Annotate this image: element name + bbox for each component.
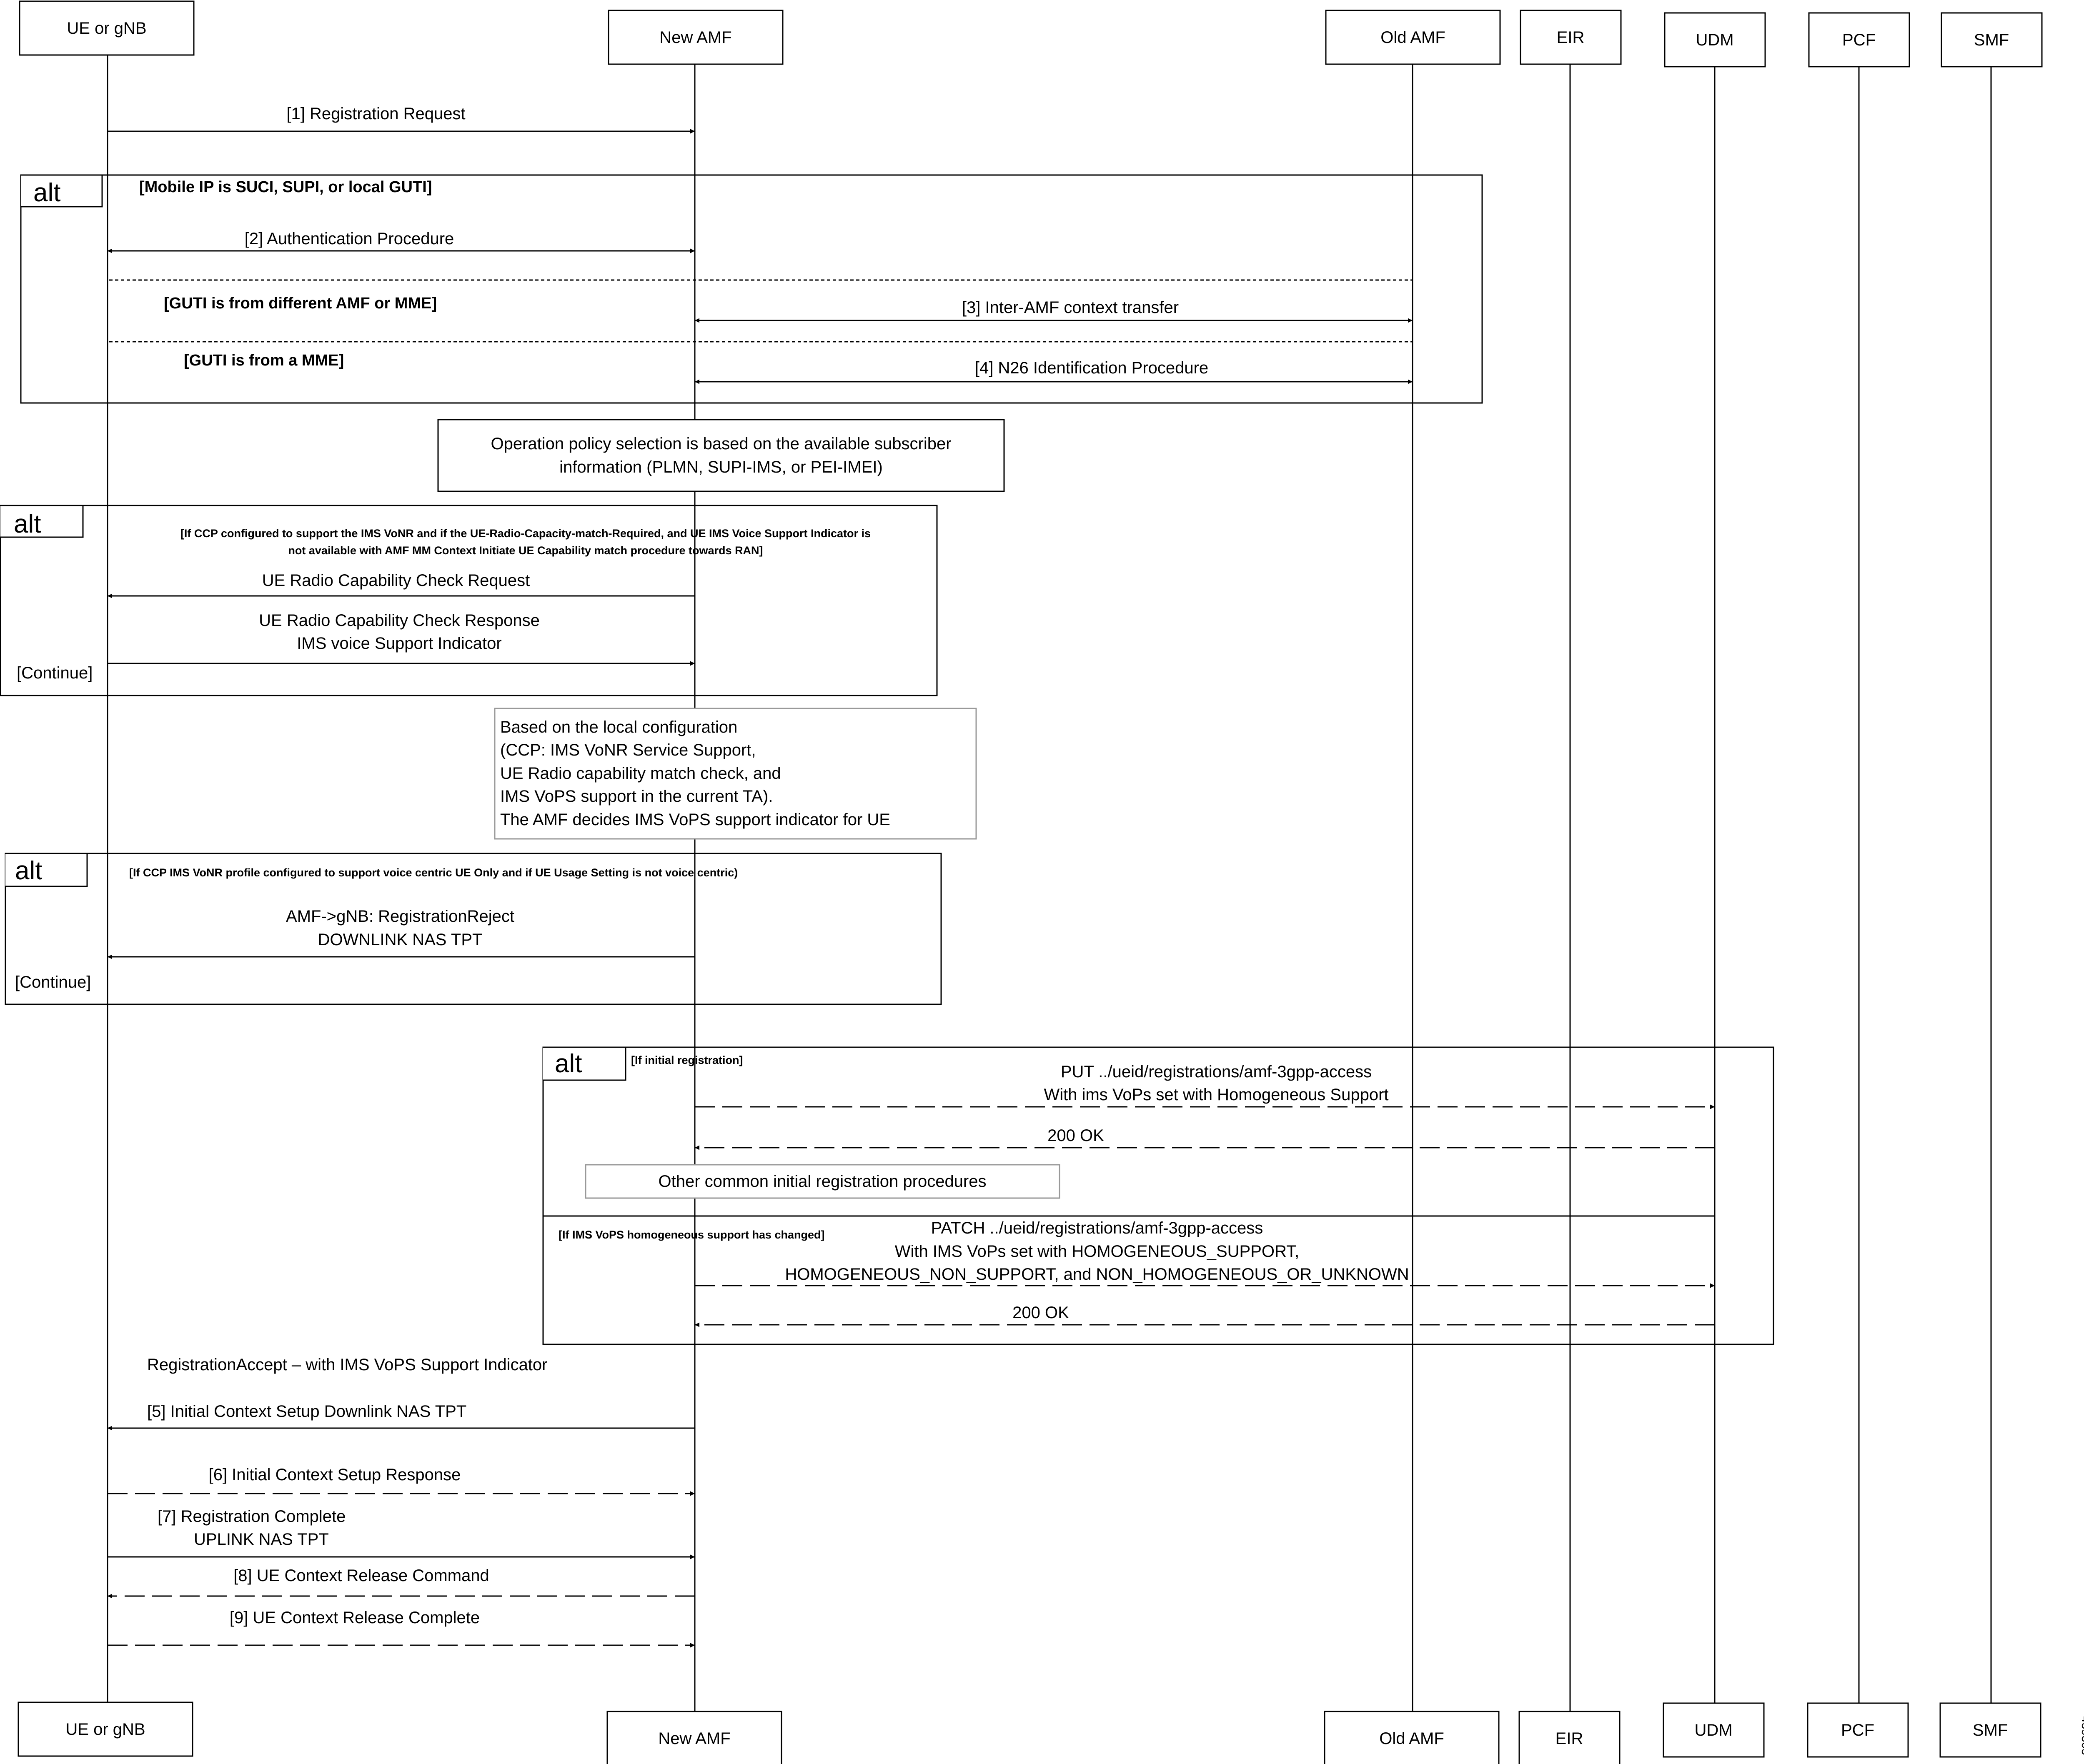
continue-label: [Continue]: [15, 973, 91, 991]
message-label: [6] Initial Context Setup Response: [209, 1466, 461, 1484]
participant-label: EIR: [1555, 1729, 1583, 1748]
message-label: With ims VoPs set with Homogeneous Suppo…: [1044, 1086, 1388, 1104]
participant-smf-bottom: SMF: [1939, 1702, 2041, 1758]
participant-label: New AMF: [658, 1729, 730, 1748]
participant-label: PCF: [1842, 31, 1876, 49]
participant-pcf-bottom: PCF: [1807, 1702, 1909, 1758]
participant-label: SMF: [1974, 31, 2009, 49]
message-ue-context-release-complete: [9] UE Context Release Complete: [108, 1609, 695, 1648]
alt-condition: not available with AMF MM Context Initia…: [288, 544, 763, 557]
lifelines: [107, 55, 1992, 1714]
participant-eir-top: EIR: [1520, 10, 1622, 65]
alt-label: alt: [33, 178, 60, 207]
participant-pcf-top: PCF: [1808, 12, 1910, 68]
participant-udm-bottom: UDM: [1663, 1702, 1765, 1758]
participant-smf-top: SMF: [1941, 12, 2043, 68]
participant-label: UDM: [1694, 1721, 1732, 1739]
message-label: PUT ../ueid/registrations/amf-3gpp-acces…: [1061, 1063, 1372, 1081]
message-inter-amf-context-transfer: [3] Inter-AMF context transfer: [695, 298, 1413, 323]
message-label: [8] UE Context Release Command: [233, 1566, 489, 1585]
alt-condition: [Mobile IP is SUCI, SUPI, or local GUTI]: [139, 178, 432, 196]
participant-label: EIR: [1557, 28, 1585, 47]
message-200-ok-put: 200 OK: [695, 1126, 1715, 1150]
alt-guard: [GUTI is from different AMF or MME]: [164, 295, 437, 312]
note-line: Operation policy selection is based on t…: [491, 435, 951, 453]
note-other-procedures: Other common initial registration proced…: [585, 1164, 1060, 1199]
participant-label: New AMF: [659, 28, 731, 47]
message-label: [3] Inter-AMF context transfer: [962, 298, 1179, 317]
message-initial-context-setup-response: [6] Initial Context Setup Response: [108, 1466, 695, 1496]
message-ue-context-release-command: [8] UE Context Release Command: [108, 1566, 695, 1599]
participant-label: UE or gNB: [67, 19, 146, 38]
message-label: UPLINK NAS TPT: [194, 1530, 329, 1549]
alt-label: alt: [555, 1049, 582, 1078]
participant-label: Old AMF: [1379, 1729, 1444, 1748]
alt-guard: [GUTI is from a MME]: [184, 352, 344, 369]
message-label: [2] Authentication Procedure: [245, 230, 454, 248]
note-line: information (PLMN, SUPI-IMS, or PEI-IMEI…: [559, 458, 883, 476]
note-local-configuration: Based on the local configuration (CCP: I…: [494, 708, 977, 840]
participant-eir-bottom: EIR: [1518, 1711, 1621, 1764]
note-line: Other common initial registration proced…: [658, 1172, 986, 1191]
note-line: (CCP: IMS VoNR Service Support,: [500, 741, 756, 759]
participant-new-amf-top: New AMF: [608, 10, 784, 65]
message-capability-check-request: UE Radio Capability Check Request: [108, 571, 695, 598]
message-put-registration: PUT ../ueid/registrations/amf-3gpp-acces…: [695, 1063, 1715, 1109]
message-label: UE Radio Capability Check Response: [259, 611, 540, 630]
figure-id: 459305: [2079, 1716, 2084, 1755]
participant-label: UDM: [1696, 31, 1733, 49]
participant-new-amf-bottom: New AMF: [606, 1711, 782, 1764]
participant-udm-top: UDM: [1664, 12, 1766, 68]
participant-label: Old AMF: [1380, 28, 1445, 47]
message-initial-context-setup: [5] Initial Context Setup Downlink NAS T…: [108, 1402, 695, 1431]
message-label: [4] N26 Identification Procedure: [975, 359, 1208, 377]
message-label: [9] UE Context Release Complete: [230, 1609, 480, 1627]
message-label: PATCH ../ueid/registrations/amf-3gpp-acc…: [931, 1219, 1263, 1237]
alt-condition: [If initial registration]: [631, 1054, 743, 1066]
alt-fragment-4: alt [If initial registration] [If IMS Vo…: [542, 1046, 1774, 1345]
alt-label: alt: [14, 510, 41, 538]
participant-label: PCF: [1841, 1721, 1874, 1739]
message-label: 200 OK: [1012, 1304, 1069, 1322]
note-line: Based on the local configuration: [500, 718, 737, 736]
message-authentication-procedure: [2] Authentication Procedure: [108, 230, 695, 253]
message-label: 200 OK: [1047, 1126, 1104, 1145]
message-patch-registration: PATCH ../ueid/registrations/amf-3gpp-acc…: [695, 1219, 1715, 1288]
alt-guard: [If IMS VoPS homogeneous support has cha…: [559, 1229, 825, 1241]
registration-accept-label: RegistrationAccept – with IMS VoPS Suppo…: [147, 1356, 548, 1374]
message-200-ok-patch: 200 OK: [695, 1304, 1715, 1327]
message-label: [1] Registration Request: [286, 105, 465, 123]
message-label: IMS voice Support Indicator: [297, 634, 501, 653]
alt-fragment-1: alt [Mobile IP is SUCI, SUPI, or local G…: [20, 174, 1483, 404]
message-label: UE Radio Capability Check Request: [262, 571, 530, 590]
alt-condition: [If CCP IMS VoNR profile configured to s…: [129, 866, 738, 879]
note-line: The AMF decides IMS VoPS support indicat…: [500, 811, 890, 829]
alt-fragment-2: alt [If CCP configured to support the IM…: [0, 505, 938, 696]
message-n26-identification: [4] N26 Identification Procedure: [695, 359, 1413, 384]
message-registration-reject: AMF->gNB: RegistrationReject DOWNLINK NA…: [108, 907, 695, 959]
participant-label: SMF: [1973, 1721, 2008, 1739]
alt-label: alt: [15, 856, 42, 885]
continue-label: [Continue]: [17, 664, 93, 682]
note-line: UE Radio capability match check, and: [500, 764, 781, 783]
participant-ue-bottom: UE or gNB: [18, 1701, 193, 1757]
alt-condition: [If CCP configured to support the IMS Vo…: [180, 527, 871, 540]
message-label: DOWNLINK NAS TPT: [318, 931, 483, 949]
participant-ue-top: UE or gNB: [19, 0, 195, 56]
note-line: IMS VoPS support in the current TA).: [500, 787, 773, 806]
message-registration-complete: [7] Registration Complete UPLINK NAS TPT: [108, 1507, 695, 1559]
message-label: With IMS VoPs set with HOMOGENEOUS_SUPPO…: [895, 1242, 1300, 1261]
participant-old-amf-bottom: Old AMF: [1324, 1711, 1500, 1764]
message-label: AMF->gNB: RegistrationReject: [286, 907, 514, 926]
participant-old-amf-top: Old AMF: [1325, 10, 1501, 65]
message-label: [5] Initial Context Setup Downlink NAS T…: [147, 1402, 466, 1421]
message-capability-check-response: UE Radio Capability Check Response IMS v…: [108, 611, 695, 666]
message-label: [7] Registration Complete: [158, 1507, 346, 1526]
note-policy-selection: Operation policy selection is based on t…: [437, 419, 1005, 492]
participant-label: UE or gNB: [65, 1720, 145, 1739]
message-registration-request: [1] Registration Request: [108, 105, 695, 134]
alt-fragment-3: alt [If CCP IMS VoNR profile configured …: [5, 853, 942, 1005]
message-label: HOMOGENEOUS_NON_SUPPORT, and NON_HOMOGEN…: [785, 1265, 1409, 1284]
